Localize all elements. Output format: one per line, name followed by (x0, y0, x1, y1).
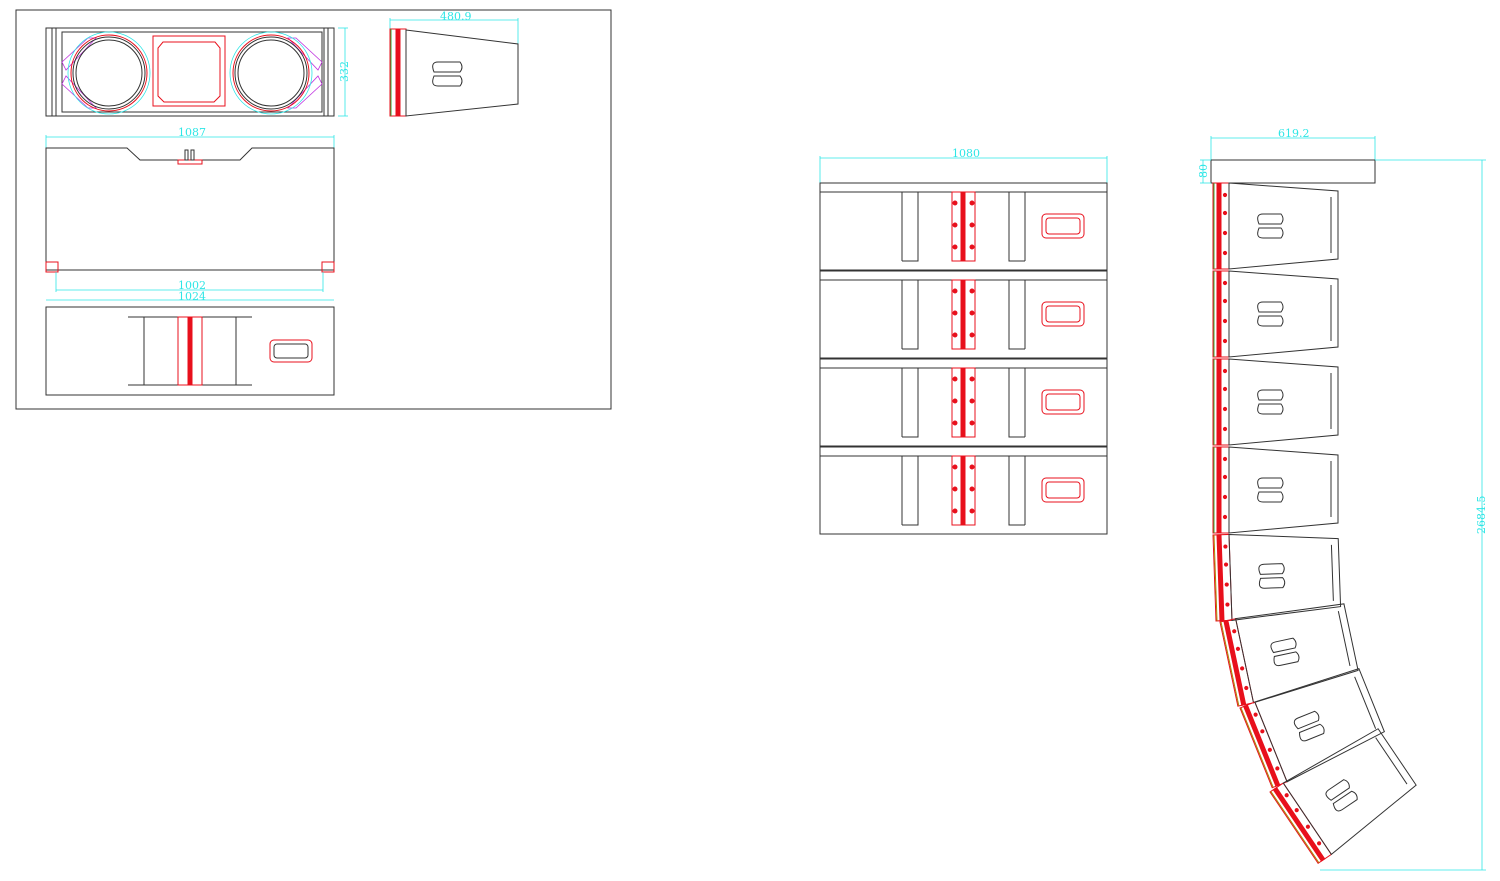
stack-cabinet (819, 270, 1108, 359)
top-view: 1087 1002 1024 (45, 126, 335, 303)
fly-frame (1210, 159, 1376, 184)
horn-panel (152, 35, 226, 107)
dim-frame-height: 80 (1197, 164, 1210, 178)
dim-side-depth: 480.9 (440, 10, 472, 23)
stack-view: 1080 (819, 147, 1108, 535)
sheet-frame (15, 9, 612, 410)
array-cabinet (1219, 603, 1359, 707)
array-view: 619.2 80 2684.5 (1197, 127, 1488, 871)
array-cabinet (1212, 182, 1339, 270)
side-view: 480.9 (389, 10, 519, 117)
handle (1041, 389, 1085, 415)
bottom-view (45, 306, 335, 396)
handle (1041, 477, 1085, 503)
dim-array-height: 2684.5 (1475, 496, 1488, 535)
array-cabinet (1239, 667, 1386, 789)
woofer-right (229, 31, 313, 115)
array-cabinet (1212, 446, 1339, 534)
front-view: 332 (45, 27, 351, 117)
handle (1041, 301, 1085, 327)
dim-front-height: 332 (338, 61, 351, 82)
woofer-left (67, 31, 151, 115)
array-cabinet (1269, 728, 1417, 864)
dim-inner-width-a: 1002 (178, 279, 206, 292)
dim-array-depth: 619.2 (1278, 127, 1310, 140)
dim-top-width: 1087 (178, 126, 206, 139)
array-cabinet (1212, 270, 1339, 358)
handle (1041, 213, 1085, 239)
dim-inner-width-b: 1024 (178, 290, 206, 303)
handle (269, 339, 313, 363)
stack-cabinet (819, 358, 1108, 447)
stack-cabinet (819, 182, 1108, 271)
stack-cabinet (819, 446, 1108, 535)
array-cabinet (1212, 533, 1342, 622)
array-cabinet (1212, 358, 1339, 446)
dim-stack-width: 1080 (952, 147, 980, 160)
